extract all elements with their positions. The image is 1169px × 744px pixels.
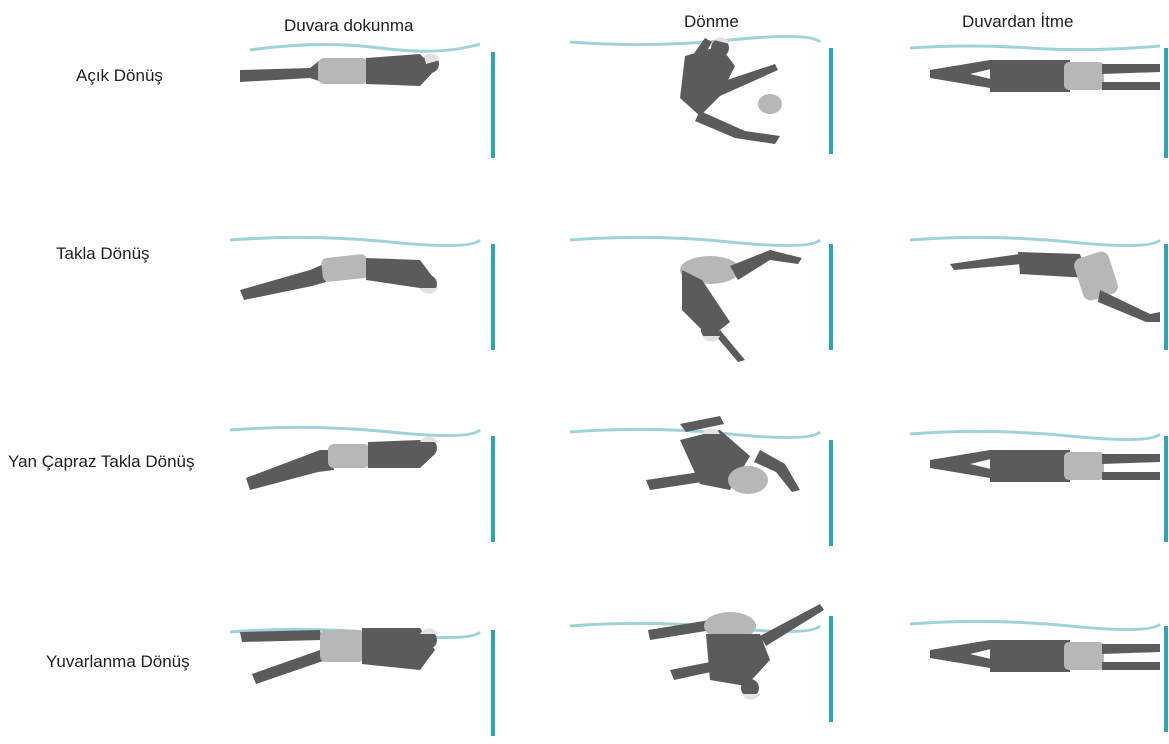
pool-wall xyxy=(1164,48,1168,158)
pool-wall xyxy=(829,440,833,546)
pool-wall xyxy=(1164,244,1168,350)
pool-wall xyxy=(491,436,495,542)
pool-wall xyxy=(1164,626,1168,732)
swimmer-figure-open-turn-touch xyxy=(230,30,480,160)
swimmer-figure-open-turn-pushoff xyxy=(910,34,1160,164)
column-header-pushoff: Duvardan İtme xyxy=(962,12,1074,32)
pool-wall xyxy=(829,244,833,350)
row-label-flip-turn: Takla Dönüş xyxy=(56,244,150,264)
pool-wall xyxy=(491,52,495,158)
row-label-open-turn: Açık Dönüş xyxy=(76,66,163,86)
row-label-side-cross-flip-turn: Yan Çapraz Takla Dönüş xyxy=(8,452,194,472)
pool-wall xyxy=(829,616,833,722)
swimmer-figure-flip-turn-pushoff xyxy=(910,230,1160,360)
swimmer-figure-open-turn-rotate xyxy=(570,26,820,156)
swimmer-figure-side-cross-flip-turn-pushoff xyxy=(910,424,1160,554)
swimmer-figure-side-cross-flip-turn-rotate xyxy=(570,410,820,540)
pool-wall xyxy=(1164,436,1168,542)
swimmer-figure-roll-turn-rotate xyxy=(570,600,820,730)
pool-wall xyxy=(491,244,495,350)
swimmer-figure-side-cross-flip-turn-touch xyxy=(230,420,480,550)
pool-wall xyxy=(491,630,495,736)
swimmer-figure-roll-turn-pushoff xyxy=(910,614,1160,744)
swimmer-figure-flip-turn-rotate xyxy=(570,230,820,360)
pool-wall xyxy=(829,48,833,154)
row-label-roll-turn: Yuvarlanma Dönüş xyxy=(46,652,190,672)
swimmer-figure-roll-turn-touch xyxy=(230,610,480,740)
swimmer-figure-flip-turn-touch xyxy=(230,230,480,360)
